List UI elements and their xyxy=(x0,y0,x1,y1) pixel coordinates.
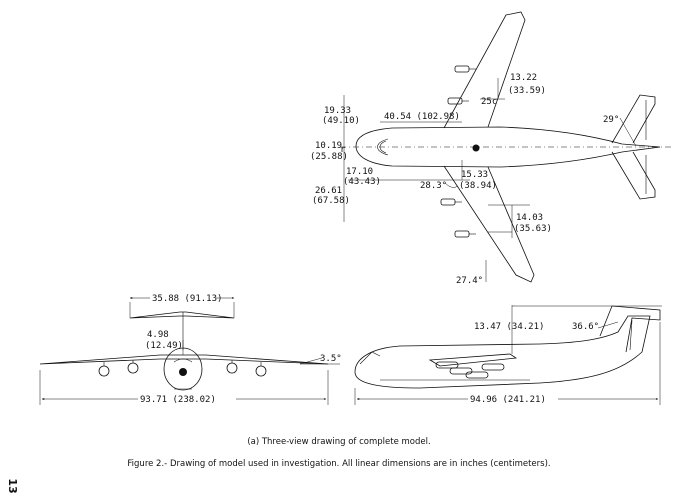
dim-front-height-value: 4.98 xyxy=(147,330,169,340)
angle-dihedral: 3.5° xyxy=(320,354,342,364)
figure-caption: Figure 2.- Drawing of model used in inve… xyxy=(127,459,551,469)
dim-nose-value: 10.19 xyxy=(315,141,342,151)
dim-side-height: 13.47 (34.21) xyxy=(474,322,544,332)
dim-wing-chord-metric: (33.59) xyxy=(508,86,546,96)
angle-side-tail: 36.6° xyxy=(572,322,599,332)
angle-tail: 29° xyxy=(603,115,619,125)
dim-nose-marker: r xyxy=(340,145,346,155)
dim-tip-metric: (35.63) xyxy=(514,224,552,234)
dim-tip-value: 14.03 xyxy=(516,213,543,223)
dim-nose-metric: (25.88) xyxy=(310,152,348,162)
plan-cg-mark xyxy=(472,144,480,152)
angle-wing: 27.4° xyxy=(456,276,483,286)
plan-upper-stabilizer xyxy=(611,94,656,144)
dim-wing-chord-value: 13.22 xyxy=(510,73,537,83)
dim-tail-span: 35.88 (91.13) xyxy=(152,294,222,304)
plan-view: 13.22 (33.59) 25c 19.33 (49.10) 40.54 (1… xyxy=(310,11,672,286)
plan-engine-pods xyxy=(440,65,476,238)
side-wing-and-engines xyxy=(428,353,518,367)
angle-inner: 28.3° xyxy=(420,181,447,191)
dim-mid-metric: (43.43) xyxy=(343,177,381,187)
dim-side-length: 94.96 (241.21) xyxy=(470,395,546,405)
front-wing xyxy=(39,354,329,365)
side-engine-pods xyxy=(435,361,505,379)
dim-total-value: 26.61 xyxy=(315,186,342,196)
side-fuselage xyxy=(354,315,651,389)
plan-upper-wing xyxy=(443,11,526,129)
dim-span: 93.71 (238.02) xyxy=(140,395,216,405)
side-tail-fin xyxy=(599,305,661,353)
dim-front-height-metric: (12.49) xyxy=(145,341,183,351)
front-engines xyxy=(98,360,267,377)
dim-wing-offset: 25c xyxy=(481,97,497,107)
plan-lower-stabilizer xyxy=(611,151,656,200)
side-view: 13.47 (34.21) 36.6° 94.96 (241.21) xyxy=(354,305,662,405)
dim-upper-left-metric: (49.10) xyxy=(322,116,360,126)
dim-wing-station: 40.54 (102.98) xyxy=(384,112,460,122)
dim-total-metric: (67.58) xyxy=(312,196,350,206)
subcaption: (a) Three-view drawing of complete model… xyxy=(247,437,431,447)
front-tail-plane xyxy=(129,311,235,319)
dim-engine-value: 15.33 xyxy=(461,170,488,180)
dim-engine-metric: (38.94) xyxy=(459,181,497,191)
plan-fuselage xyxy=(355,126,661,168)
front-view: 35.88 (91.13) 4.98 (12.49) 3.5° 93.71 (2… xyxy=(39,294,342,405)
page-number: 13 xyxy=(6,478,19,494)
dim-upper-left-value: 19.33 xyxy=(324,106,351,116)
front-nose-mark xyxy=(179,368,187,376)
plan-lower-wing xyxy=(443,165,535,283)
dim-mid-value: 17.10 xyxy=(346,167,373,177)
